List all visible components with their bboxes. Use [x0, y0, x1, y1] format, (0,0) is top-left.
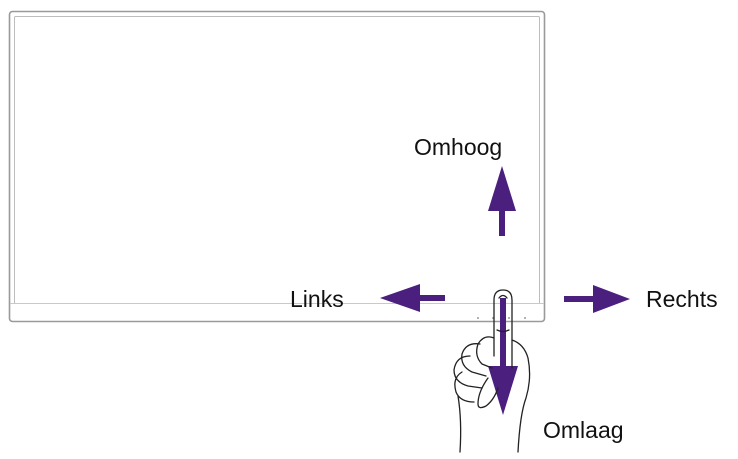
down-arrow-icon: [488, 298, 518, 415]
label-down: Omlaag: [543, 417, 624, 443]
right-arrow-icon: [564, 285, 630, 313]
label-up: Omhoog: [414, 134, 503, 160]
label-left: Links: [290, 286, 344, 312]
monitor: [8, 10, 546, 323]
left-arrow-icon: [380, 284, 445, 312]
monitor-screen: [14, 16, 540, 304]
label-right: Rechts: [646, 286, 718, 312]
up-arrow-icon: [488, 166, 516, 236]
hand-icon: [453, 289, 531, 453]
monitor-outer-frame: [8, 10, 546, 323]
arrows: [380, 166, 630, 415]
